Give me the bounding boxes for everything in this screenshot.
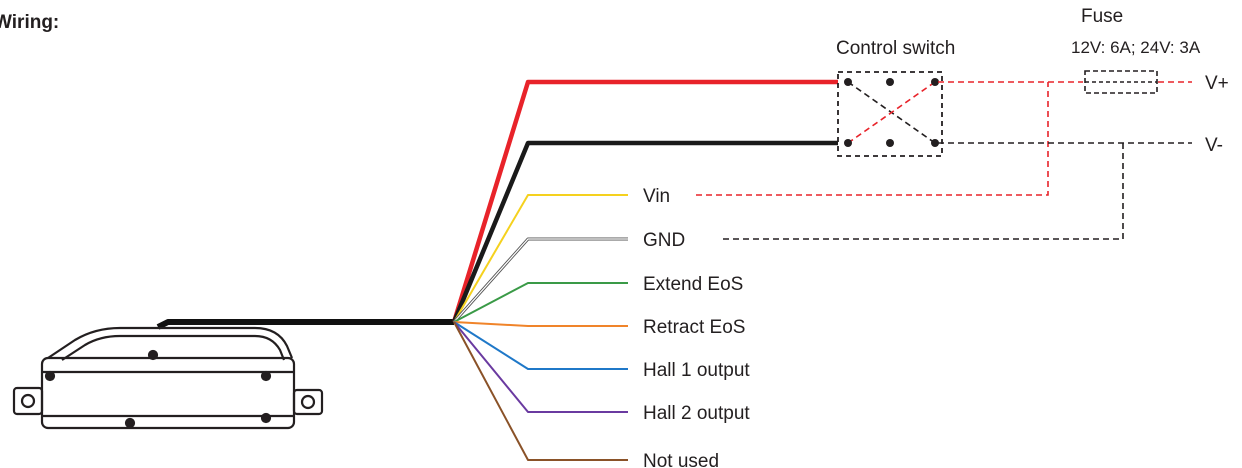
switch-cross-red	[847, 81, 936, 144]
wire-label: Vin	[643, 186, 670, 207]
wire-retract-eos	[453, 321, 628, 327]
diagram-title: Wiring:	[0, 12, 59, 33]
screw-icon	[124, 417, 136, 429]
wire-not-used	[453, 321, 628, 461]
screw-icon	[44, 370, 56, 382]
wire-label: Retract EoS	[643, 317, 745, 338]
supply-wiring	[696, 81, 1192, 240]
wire-label: Not used	[643, 451, 719, 468]
screw-icon	[260, 412, 272, 424]
wire-motor-red	[451, 79, 838, 323]
switch-terminal-icon	[844, 139, 852, 147]
actuator-cable	[156, 319, 454, 330]
screw-icon	[260, 370, 272, 382]
wire-hall-2-output	[453, 321, 628, 413]
switch-terminal-icon	[844, 78, 852, 86]
wire-vin	[453, 194, 628, 323]
v-plus-label: V+	[1205, 73, 1229, 94]
wire-hall-1-output	[453, 321, 628, 370]
actuator-housing-body	[40, 356, 296, 430]
wire-bundle	[451, 79, 838, 461]
actuator-rod-mount	[292, 388, 324, 416]
screw-icon	[147, 349, 159, 361]
actuator-housing-top	[47, 326, 294, 359]
actuator-rear-mount	[12, 386, 44, 416]
gnd-link-line	[723, 143, 1124, 240]
wire-label: Hall 1 output	[643, 360, 750, 381]
fuse-label: Fuse	[1081, 6, 1123, 27]
switch-terminal-icon	[886, 139, 894, 147]
control-switch: Control switch	[836, 38, 955, 157]
switch-terminal-icon	[931, 78, 939, 86]
wire-gnd-core	[453, 238, 628, 323]
fuse: Fuse 12V: 6A; 24V: 3A	[1071, 6, 1201, 94]
wire-motor-black	[451, 140, 838, 323]
wire-label: GND	[643, 230, 685, 251]
control-switch-box	[837, 71, 943, 157]
vin-link-line	[696, 82, 1049, 196]
switch-terminal-icon	[886, 78, 894, 86]
wire-extend-eos	[453, 282, 628, 323]
fuse-spec: 12V: 6A; 24V: 3A	[1071, 38, 1201, 57]
wire-gnd	[452, 237, 628, 323]
wire-label: Hall 2 output	[643, 403, 750, 424]
control-switch-label: Control switch	[836, 38, 955, 59]
switch-terminal-icon	[931, 139, 939, 147]
linear-actuator	[12, 319, 454, 430]
v-minus-label: V-	[1205, 135, 1223, 156]
wire-label: Extend EoS	[643, 274, 743, 295]
